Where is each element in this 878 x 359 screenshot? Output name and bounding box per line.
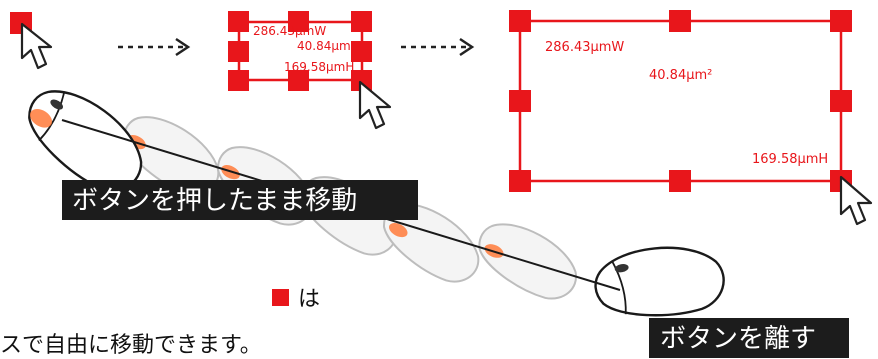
- cursor-arrow-icon: [358, 80, 392, 130]
- dashed-arrow-icon: [118, 37, 191, 57]
- inductance-value-large: 169.58μmH: [752, 152, 828, 167]
- power-value-small: 286.43μmW: [253, 24, 326, 38]
- handle-square: [509, 10, 531, 32]
- area-value-large: 40.84μm²: [649, 68, 712, 83]
- release-label: ボタンを離す: [649, 318, 849, 358]
- area-value-small: 40.84μm²: [297, 39, 356, 53]
- cursor-arrow-icon: [20, 22, 53, 70]
- handle-square: [228, 11, 249, 32]
- handle-square: [288, 11, 309, 32]
- handle-square: [288, 70, 309, 91]
- release-label-text: ボタンを離す: [660, 324, 816, 354]
- handle-square: [830, 10, 852, 32]
- handle-square: [669, 170, 691, 192]
- handle-square: [228, 41, 249, 62]
- cursor-arrow-icon: [839, 175, 873, 226]
- mouse-icon: [383, 203, 480, 283]
- stage-3: 286.43μmW 40.84μm² 169.58μmH: [509, 10, 873, 226]
- drag-label: ボタンを押したまま移動: [62, 180, 418, 220]
- dashed-arrow-icon: [401, 37, 475, 57]
- handle-square: [351, 70, 372, 91]
- note-line-1: は: [298, 287, 320, 312]
- handle-square: [509, 170, 531, 192]
- handle-square: [228, 70, 249, 91]
- inductance-value-small: 169.58μmH: [284, 60, 354, 74]
- drag-label-text: ボタンを押したまま移動: [72, 186, 357, 216]
- note-line-2: スで自由に移動できます。: [0, 333, 262, 358]
- handle-square: [830, 90, 852, 112]
- handle-square-legend: [272, 289, 289, 306]
- stage-2: 286.43μmW 40.84μm² 169.58μmH: [228, 11, 392, 130]
- handle-square: [351, 11, 372, 32]
- stage-1: [10, 12, 53, 70]
- handle-note: は スで自由に移動できます。: [0, 287, 320, 358]
- handle-square: [351, 41, 372, 62]
- handle-square: [509, 90, 531, 112]
- mouse-icon: [478, 223, 577, 300]
- handle-square: [669, 10, 691, 32]
- mouse-icon: [594, 246, 725, 317]
- power-value-large: 286.43μmW: [545, 40, 624, 55]
